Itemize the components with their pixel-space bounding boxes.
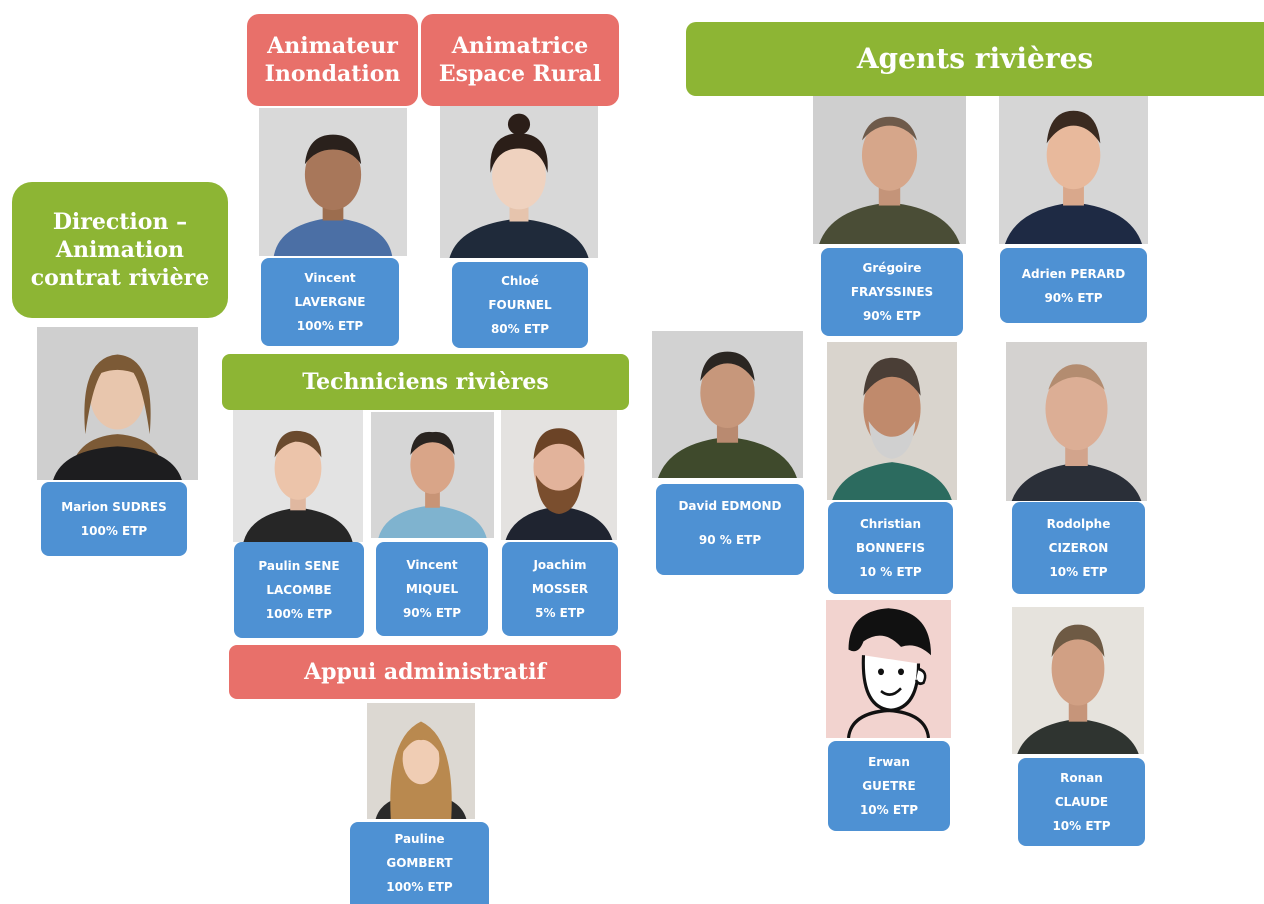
person-etp: 5% ETP [535, 606, 585, 620]
card-rodolphe-cizeron: Rodolphe CIZERON 10% ETP [1012, 502, 1145, 594]
header-label: Appui administratif [304, 658, 546, 685]
header-direction: Direction – Animation contrat rivière [12, 182, 228, 318]
photo-adrien-perard [999, 96, 1148, 244]
photo-erwan-guetre [826, 600, 951, 738]
header-agents-rivieres: Agents rivières [686, 22, 1264, 96]
person-first-name: Vincent [304, 271, 356, 285]
person-etp: 80% ETP [490, 322, 550, 336]
photo-gregoire-frayssines [813, 96, 966, 244]
person-etp: 90% ETP [402, 606, 462, 620]
person-etp: 90% ETP [862, 309, 922, 323]
person-last-name: LAVERGNE [294, 295, 366, 309]
card-erwan-guetre: Erwan GUETRE 10% ETP [828, 741, 950, 831]
photo-vincent-miquel [371, 412, 494, 538]
person-first-name: Paulin SENE [258, 559, 340, 573]
header-label: Techniciens rivières [302, 368, 549, 395]
card-chloe-fournel: Chloé FOURNEL 80% ETP [452, 262, 588, 348]
person-last-name: CIZERON [1048, 541, 1109, 555]
person-first-name: Joachim [533, 558, 587, 572]
photo-chloe-fournel [440, 106, 598, 258]
person-etp: 100% ETP [386, 880, 453, 894]
person-etp: 90 % ETP [698, 533, 762, 547]
header-line: Direction – [52, 208, 188, 235]
person-etp: 100% ETP [296, 319, 364, 333]
header-line: Inondation [264, 61, 401, 87]
person-first-name: Pauline [394, 832, 445, 846]
person-last-name: GUETRE [862, 779, 916, 793]
person-name: Marion SUDRES [61, 500, 167, 514]
person-first-name: Grégoire [862, 261, 922, 275]
card-paulin-sene-lacombe: Paulin SENE LACOMBE 100% ETP [234, 542, 364, 638]
person-last-name: FOURNEL [488, 298, 552, 312]
photo-paulin-sene-lacombe [233, 410, 363, 542]
person-last-name: FRAYSSINES [850, 285, 934, 299]
card-david-edmond: David EDMOND 90 % ETP [656, 484, 804, 575]
header-appui-administratif: Appui administratif [229, 645, 621, 699]
person-first-name: Chloé [501, 274, 539, 288]
person-first-name: Vincent [406, 558, 458, 572]
card-joachim-mosser: Joachim MOSSER 5% ETP [502, 542, 618, 636]
photo-david-edmond [652, 331, 803, 478]
card-vincent-miquel: Vincent MIQUEL 90% ETP [376, 542, 488, 636]
person-etp: 10% ETP [1052, 819, 1111, 833]
person-etp: 10% ETP [859, 803, 919, 817]
header-animateur-inondation: Animateur Inondation [247, 14, 418, 106]
card-gregoire-frayssines: Grégoire FRAYSSINES 90% ETP [821, 248, 963, 336]
person-first-name: Rodolphe [1046, 517, 1111, 531]
photo-joachim-mosser [501, 410, 617, 540]
person-last-name: GOMBERT [386, 856, 453, 870]
photo-rodolphe-cizeron [1006, 342, 1147, 501]
person-etp: 90% ETP [1044, 290, 1103, 305]
card-vincent-lavergne: Vincent LAVERGNE 100% ETP [261, 258, 399, 346]
photo-christian-bonnefis [827, 342, 957, 500]
header-techniciens-rivieres: Techniciens rivières [222, 354, 629, 410]
person-name: David EDMOND [678, 499, 782, 513]
person-first-name: Christian [859, 517, 921, 531]
person-last-name: CLAUDE [1054, 795, 1109, 809]
header-line: Animatrice [451, 32, 589, 59]
person-etp: 10 % ETP [859, 565, 922, 579]
photo-pauline-gombert [367, 703, 475, 819]
person-first-name: Erwan [868, 755, 910, 769]
card-marion-sudres: Marion SUDRES 100% ETP [41, 482, 187, 556]
person-first-name: Ronan [1060, 771, 1103, 785]
person-last-name: BONNEFIS [856, 541, 925, 555]
person-last-name: MOSSER [531, 582, 589, 596]
header-label: Agents rivières [856, 42, 1094, 76]
photo-marion-sudres [37, 327, 198, 480]
card-ronan-claude: Ronan CLAUDE 10% ETP [1018, 758, 1145, 846]
card-pauline-gombert: Pauline GOMBERT 100% ETP [350, 822, 489, 904]
photo-vincent-lavergne [259, 108, 407, 256]
header-line: contrat rivière [30, 265, 210, 292]
photo-ronan-claude [1012, 607, 1144, 754]
header-animatrice-espace-rural: Animatrice Espace Rural [421, 14, 619, 106]
header-line: Espace Rural [438, 61, 602, 87]
person-etp: 10% ETP [1049, 565, 1108, 579]
person-etp: 100% ETP [80, 524, 148, 538]
header-line: Animateur [267, 32, 398, 59]
person-last-name: LACOMBE [266, 583, 332, 597]
person-etp: 100% ETP [265, 607, 333, 621]
person-last-name: MIQUEL [405, 582, 459, 596]
card-christian-bonnefis: Christian BONNEFIS 10 % ETP [828, 502, 953, 594]
card-adrien-perard: Adrien PERARD 90% ETP [1000, 248, 1147, 323]
person-name: Adrien PERARD [1021, 266, 1126, 281]
header-line: Animation [55, 236, 185, 263]
